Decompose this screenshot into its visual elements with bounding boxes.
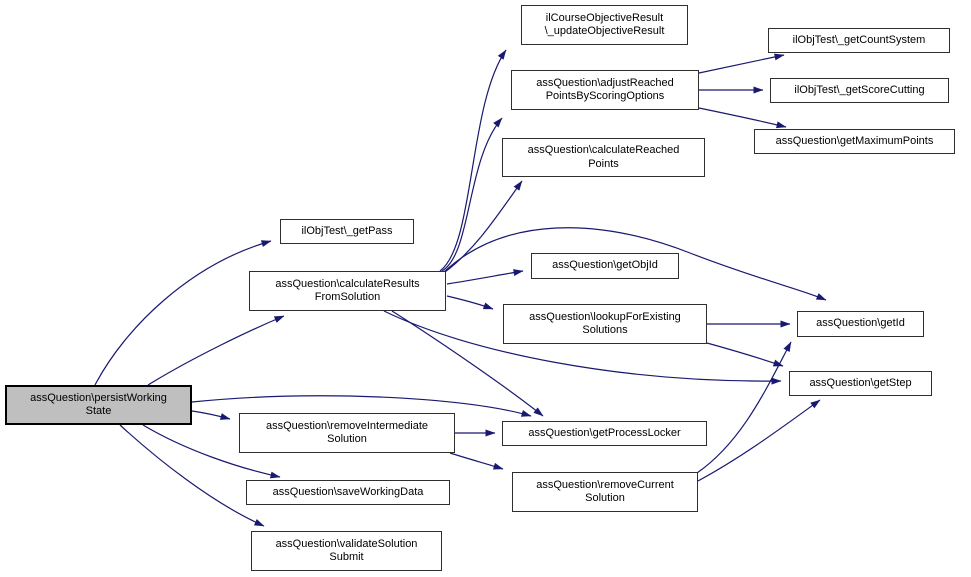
edge-adjustReachedPointsByScoringOptions-getMaximumPoints bbox=[698, 107, 787, 129]
node-lookupForExistingSolutions[interactable]: assQuestion\lookupForExisting Solutions bbox=[503, 304, 707, 344]
node-getStep[interactable]: assQuestion\getStep bbox=[789, 371, 932, 396]
edge-persistWorkingState-validateSolutionSubmit bbox=[119, 424, 265, 527]
node-getMaximumPoints[interactable]: assQuestion\getMaximumPoints bbox=[754, 129, 955, 154]
node-getProcessLocker[interactable]: assQuestion\getProcessLocker bbox=[502, 421, 707, 446]
edge-removeCurrentSolution-getStep bbox=[697, 399, 821, 482]
edge-removeCurrentSolution-getId bbox=[696, 341, 792, 474]
edge-calculateResultsFromSolution-lookupForExistingSolutions bbox=[446, 295, 494, 310]
node-getCountSystem[interactable]: ilObjTest\_getCountSystem bbox=[768, 28, 950, 53]
edge-calculateResultsFromSolution-updateObjectiveResult bbox=[439, 49, 507, 272]
edge-calculateResultsFromSolution-adjustReachedPointsByScoringOptions bbox=[441, 117, 503, 272]
edge-removeIntermediateSolution-removeCurrentSolution bbox=[449, 452, 504, 470]
edge-persistWorkingState-removeIntermediateSolution bbox=[191, 410, 231, 420]
node-calculateResultsFromSolution[interactable]: assQuestion\calculateResults FromSolutio… bbox=[249, 271, 446, 311]
edge-persistWorkingState-getProcessLocker bbox=[191, 395, 532, 417]
node-validateSolutionSubmit[interactable]: assQuestion\validateSolution Submit bbox=[251, 531, 442, 571]
node-removeIntermediateSolution[interactable]: assQuestion\removeIntermediate Solution bbox=[239, 413, 455, 453]
node-updateObjectiveResult[interactable]: ilCourseObjectiveResult \_updateObjectiv… bbox=[521, 5, 688, 45]
node-persistWorkingState: assQuestion\persistWorking State bbox=[5, 385, 192, 425]
node-adjustReachedPointsByScoringOptions[interactable]: assQuestion\adjustReached PointsByScorin… bbox=[511, 70, 699, 110]
edge-persistWorkingState-calculateResultsFromSolution bbox=[147, 315, 285, 386]
node-getObjId[interactable]: assQuestion\getObjId bbox=[531, 253, 679, 279]
edge-adjustReachedPointsByScoringOptions-getCountSystem bbox=[698, 53, 785, 74]
edge-calculateResultsFromSolution-getObjId bbox=[446, 269, 524, 285]
node-getId[interactable]: assQuestion\getId bbox=[797, 311, 924, 337]
edge-calculateResultsFromSolution-getStep bbox=[383, 310, 782, 385]
node-saveWorkingData[interactable]: assQuestion\saveWorkingData bbox=[246, 480, 450, 505]
edge-persistWorkingState-saveWorkingData bbox=[142, 424, 281, 479]
edge-calculateResultsFromSolution-getId bbox=[443, 227, 827, 301]
node-calculateReachedPoints[interactable]: assQuestion\calculateReached Points bbox=[502, 138, 705, 177]
node-getPass[interactable]: ilObjTest\_getPass bbox=[280, 219, 414, 244]
edge-calculateResultsFromSolution-getProcessLocker bbox=[391, 310, 544, 417]
edge-calculateResultsFromSolution-calculateReachedPoints bbox=[444, 180, 523, 273]
node-getScoreCutting[interactable]: ilObjTest\_getScoreCutting bbox=[770, 78, 949, 103]
edge-persistWorkingState-getPass bbox=[94, 240, 272, 386]
node-removeCurrentSolution[interactable]: assQuestion\removeCurrent Solution bbox=[512, 472, 698, 512]
edge-lookupForExistingSolutions-getStep bbox=[706, 342, 784, 367]
